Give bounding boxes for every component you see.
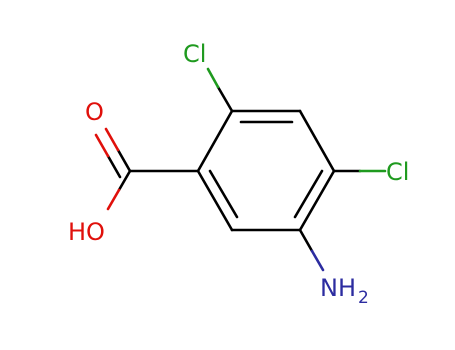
- atom-o-carbonyl: O: [85, 98, 104, 126]
- bond-co-double-b-red: [94, 133, 110, 158]
- atom-cl-right: Cl: [386, 158, 409, 186]
- ring-bond-c1-c2: [196, 109, 234, 173]
- bond-c-oh-black: [117, 169, 132, 192]
- ring-bond-c3-c4: [298, 109, 336, 173]
- substituent-bonds: [94, 67, 387, 272]
- ring-double-inner-c4-c5: [293, 169, 324, 219]
- ring-bond-c6-c1: [196, 169, 234, 232]
- bond-c2-cl-green: [206, 67, 220, 89]
- bond-c5-n-blue: [310, 249, 325, 272]
- atom-nh2-subscript: 2: [358, 288, 369, 308]
- bond-c5-n-black: [298, 228, 314, 253]
- ring-double-inner-c6-c1: [208, 169, 239, 219]
- benzene-ring: [196, 109, 336, 232]
- atom-nh2: NH: [320, 274, 356, 302]
- atom-oh: HO: [68, 218, 105, 246]
- bond-co-double-b-black: [106, 154, 122, 179]
- bond-co-double-a-black: [116, 148, 132, 173]
- atom-cl-top: Cl: [183, 40, 206, 68]
- bond-c2-cl-black: [216, 85, 234, 113]
- bond-c-oh-red: [106, 188, 121, 211]
- ring-bond-c4-c5: [298, 169, 336, 232]
- bond-co-double-a-red: [104, 127, 120, 152]
